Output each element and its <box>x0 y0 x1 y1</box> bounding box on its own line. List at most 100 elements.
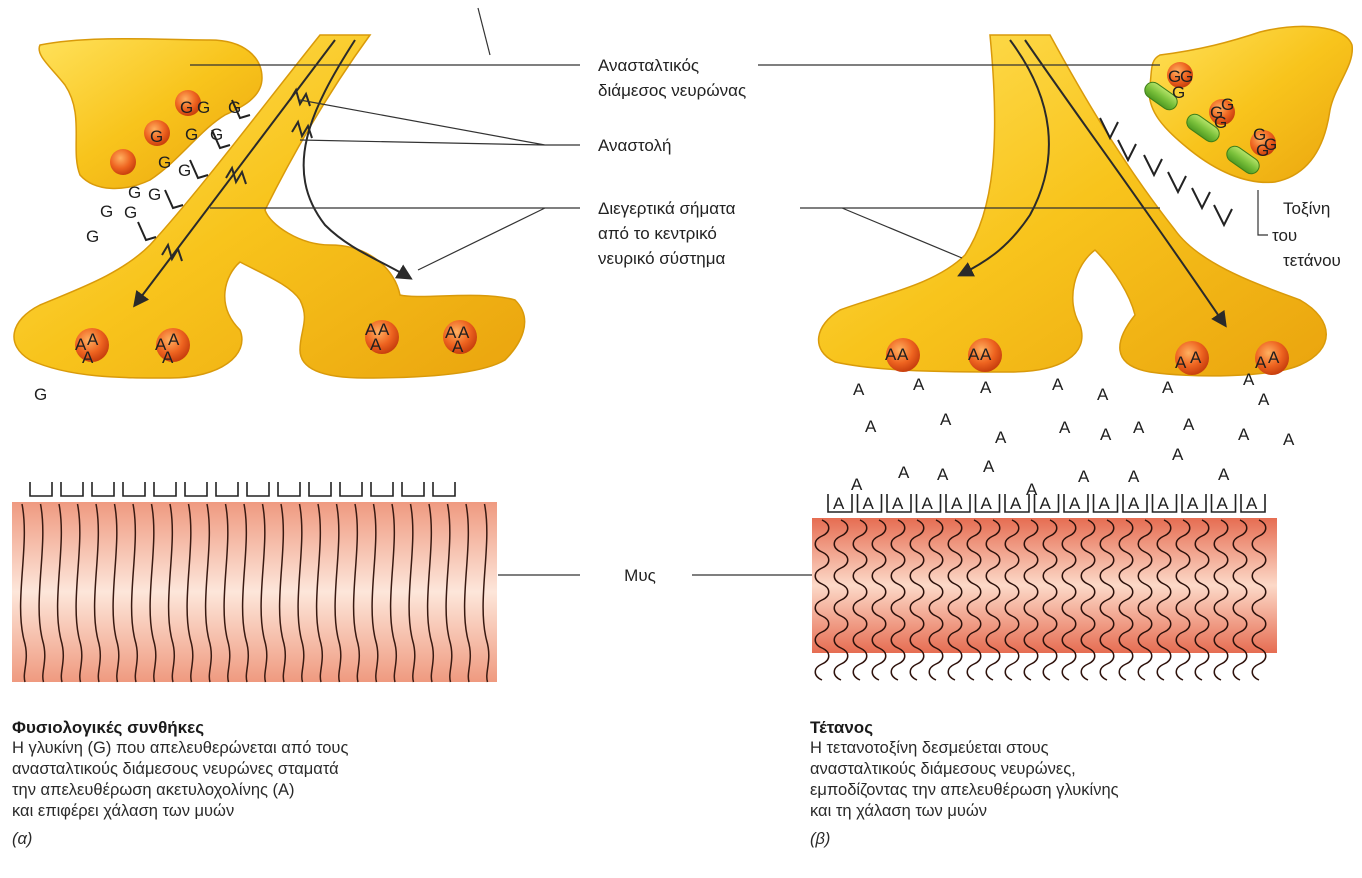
acetylcholine-label: A <box>951 494 963 513</box>
acetylcholine-label: A <box>370 335 382 354</box>
acetylcholine-label: A <box>865 417 877 436</box>
glycine-label: G <box>185 125 198 144</box>
glycine-label: G <box>1172 83 1185 102</box>
acetylcholine-label: A <box>1052 375 1064 394</box>
label-excitatory-1: Διεγερτικά σήματα <box>598 199 736 218</box>
acetylcholine-receptor <box>247 482 269 496</box>
glycine-label: G <box>128 183 141 202</box>
acetylcholine-label: A <box>1268 348 1280 367</box>
panel-a-muscle <box>12 482 497 682</box>
glycine-label: G <box>124 203 137 222</box>
glycine-label: G <box>158 153 171 172</box>
leader-inhibition <box>300 100 580 145</box>
acetylcholine-label: A <box>980 345 992 364</box>
glycine-receptor <box>138 222 156 240</box>
acetylcholine-receptor <box>278 482 300 496</box>
acetylcholine-label: A <box>940 410 952 429</box>
acetylcholine-label: A <box>1158 494 1170 513</box>
panel-a-tag: (α) <box>12 829 532 850</box>
panel-b-title: Τέτανος <box>810 717 1330 738</box>
panel-a-caption: Φυσιολογικές συνθήκες Η γλυκίνη (G) που … <box>12 717 532 850</box>
acetylcholine-label: A <box>452 337 464 356</box>
acetylcholine-label: A <box>1246 494 1258 513</box>
acetylcholine-label: A <box>980 378 992 397</box>
muscle-receptors-empty <box>30 482 455 496</box>
acetylcholine-label: A <box>1097 385 1109 404</box>
label-toxin-3: τετάνου <box>1283 251 1341 270</box>
acetylcholine-receptor <box>92 482 114 496</box>
leader-toxin <box>1258 190 1268 235</box>
panel-a-description: Η γλυκίνη (G) που απελευθερώνεται από το… <box>12 738 532 822</box>
glycine-label: G <box>197 98 210 117</box>
label-toxin-1: Τοξίνη <box>1283 199 1330 218</box>
label-inhibition: Αναστολή <box>598 136 671 155</box>
acetylcholine-label: A <box>898 463 910 482</box>
acetylcholine-label: A <box>937 465 949 484</box>
glycine-label: G <box>1256 141 1269 160</box>
acetylcholine-receptor <box>154 482 176 496</box>
glycine-receptor <box>190 160 208 178</box>
decorative-stroke <box>478 8 490 55</box>
acetylcholine-receptor <box>371 482 393 496</box>
label-excitatory-2: από το κεντρικό <box>598 224 717 243</box>
label-excitatory-3: νευρικό σύστημα <box>598 249 726 268</box>
acetylcholine-label: A <box>1162 378 1174 397</box>
acetylcholine-label: A <box>1255 353 1267 372</box>
acetylcholine-label: A <box>1258 390 1270 409</box>
acetylcholine-label: A <box>1238 425 1250 444</box>
acetylcholine-label: A <box>1283 430 1295 449</box>
acetylcholine-label: A <box>995 428 1007 447</box>
glycine-receptor <box>165 190 183 208</box>
acetylcholine-label: A <box>1100 425 1112 444</box>
acetylcholine-label: A <box>1069 494 1081 513</box>
acetylcholine-label: A <box>1078 467 1090 486</box>
acetylcholine-label: A <box>168 330 180 349</box>
glycine-label: G <box>100 202 113 221</box>
glycine-label: G <box>86 227 99 246</box>
label-muscle: Μυς <box>624 566 656 585</box>
panel-b-tag: (β) <box>810 829 1330 850</box>
acetylcholine-receptor <box>216 482 238 496</box>
glycine-label: G <box>178 161 191 180</box>
acetylcholine-label: A <box>853 380 865 399</box>
acetylcholine-label: A <box>1059 418 1071 437</box>
acetylcholine-label: A <box>1175 353 1187 372</box>
acetylcholine-label: A <box>922 494 934 513</box>
glycine-label: G <box>228 98 241 117</box>
acetylcholine-receptor <box>30 482 52 496</box>
acetylcholine-label: A <box>1172 445 1184 464</box>
glycine-vesicle <box>110 149 136 175</box>
acetylcholine-label: A <box>981 494 993 513</box>
acetylcholine-label: A <box>1026 480 1038 499</box>
acetylcholine-label: A <box>983 457 995 476</box>
panel-b-caption: Τέτανος Η τετανοτοξίνη δεσμεύεται στους … <box>810 717 1330 850</box>
acetylcholine-receptor <box>309 482 331 496</box>
acetylcholine-label: A <box>1243 370 1255 389</box>
acetylcholine-label: A <box>851 475 863 494</box>
glycine-receptor <box>1214 205 1232 225</box>
acetylcholine-label: A <box>1217 494 1229 513</box>
panel-b-description: Η τετανοτοξίνη δεσμεύεται στους ανασταλτ… <box>810 738 1330 822</box>
acetylcholine-receptor <box>61 482 83 496</box>
glycine-label: G <box>1214 113 1227 132</box>
glycine-receptor <box>1192 188 1210 208</box>
glycine-receptor <box>1144 155 1162 175</box>
acetylcholine-label: A <box>82 348 94 367</box>
acetylcholine-label: A <box>1133 418 1145 437</box>
acetylcholine-molecules: AAAAAAAAAAAAAAAAAAAAAAAAAAAAAAAAAAAAAAAA… <box>75 320 1295 499</box>
acetylcholine-label: A <box>1187 494 1199 513</box>
acetylcholine-receptor <box>185 482 207 496</box>
glycine-label: G <box>34 385 47 404</box>
acetylcholine-receptor <box>402 482 424 496</box>
acetylcholine-label: A <box>892 494 904 513</box>
acetylcholine-label: A <box>162 348 174 367</box>
panel-a-title: Φυσιολογικές συνθήκες <box>12 717 532 738</box>
label-inhibitory-interneuron-1: Ανασταλτικός <box>598 56 699 75</box>
acetylcholine-label: A <box>1128 467 1140 486</box>
acetylcholine-label: A <box>1218 465 1230 484</box>
acetylcholine-label: A <box>1040 494 1052 513</box>
acetylcholine-label: A <box>968 345 980 364</box>
acetylcholine-label: A <box>87 330 99 349</box>
glycine-label: G <box>210 125 223 144</box>
acetylcholine-label: A <box>897 345 909 364</box>
